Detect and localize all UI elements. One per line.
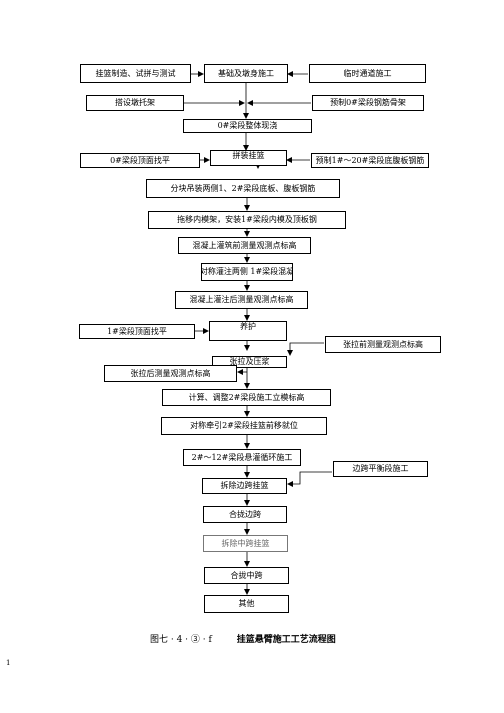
node-temporary-access-construction: 临时通道施工: [309, 64, 426, 83]
node-pre-tension-survey: 张拉前测量观测点标高: [325, 336, 441, 353]
node-post-tension-survey: 张拉后测量观测点标高: [104, 365, 237, 382]
page-number: 1: [6, 659, 11, 667]
node-close-mid-span: 合拢中跨: [204, 567, 289, 584]
node-level-segment-1-top: 1#梁段顶面找平: [79, 324, 195, 339]
figure-title: 挂篮悬臂施工工艺流程图: [236, 635, 336, 645]
node-remove-mid-span-basket: 拆除中跨挂篮: [203, 535, 288, 552]
node-hanging-basket-fabrication: 挂篮制造、试拼与测试: [80, 64, 191, 83]
node-adjust-segment-2-elevation: 计算、调整2#梁段施工立模标高: [162, 389, 331, 406]
node-pre-pour-survey: 混凝上灌筑前测量观测点标高: [178, 237, 311, 254]
figure-caption: 图七 · 4 · ③ · f 挂篮悬臂施工工艺流程图: [150, 632, 370, 645]
node-assemble-hanging-basket: 拼装挂篮: [210, 150, 287, 166]
node-remove-side-span-basket: 拆除边跨挂篮: [202, 478, 287, 494]
node-symmetric-pour-segment-1: 对称灌注两侧 1#梁段混凝: [201, 263, 293, 281]
node-curing: 养护: [209, 321, 287, 341]
node-pier-bracket-setup: 搭设墩托架: [86, 95, 184, 111]
node-inner-formwork-install: 拖移内模架，安装1#梁段内模及顶板钢: [148, 211, 346, 229]
node-prefab-1-20-rebar: 预制1#～20#梁段底腹板钢筋: [311, 153, 429, 168]
node-level-segment-0-top: 0#梁段顶面找平: [80, 153, 200, 168]
node-cantilever-cycle-2-12: 2#～12#梁段悬灌循环施工: [183, 449, 301, 466]
figure-number: 图七 · 4 · ③ · f: [150, 635, 212, 645]
node-foundation-pier-construction: 基础及墩身施工: [204, 64, 288, 83]
node-hoist-segment-1-2-rebar: 分块吊装两侧1、2#梁段底板、腹板钢筋: [146, 179, 340, 198]
node-post-pour-survey: 混凝上灌注后测量观测点标高: [175, 291, 308, 309]
node-prefab-0-rebar-cage: 预制0#梁段钢筋骨架: [312, 95, 424, 111]
node-close-side-span: 合拢边跨: [203, 506, 287, 523]
node-pull-basket-forward: 对称牵引2#梁段挂篮前移就位: [161, 417, 327, 435]
node-cast-segment-0: 0#梁段整体现浇: [183, 119, 312, 133]
node-other: 其他: [204, 595, 289, 613]
node-side-span-balance: 边跨平衡段施工: [333, 461, 428, 477]
